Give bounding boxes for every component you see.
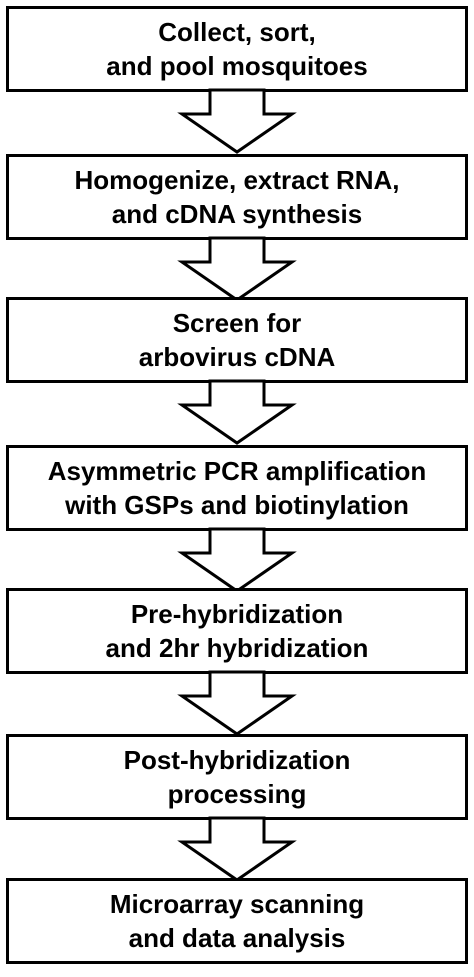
arrow-1-icon (177, 88, 297, 154)
step-1-line-2: and pool mosquitoes (106, 51, 368, 81)
step-5-line-1: Pre-hybridization (130, 599, 344, 629)
step-3-line-2: arbovirus cDNA (138, 342, 336, 372)
step-7-line-1: Microarray scanning (109, 889, 365, 919)
step-6-line-2: processing (167, 779, 307, 809)
step-2-line-2: and cDNA synthesis (111, 199, 363, 229)
step-1-box: Collect, sort, and pool mosquitoes (6, 6, 468, 92)
arrow-6-icon (177, 816, 297, 882)
step-4-box: Asymmetric PCR amplification with GSPs a… (6, 445, 468, 531)
step-4-line-2: with GSPs and biotinylation (65, 490, 409, 520)
arrow-4-icon (177, 527, 297, 593)
step-7-box: Microarray scanning and data analysis (6, 878, 468, 964)
step-5-line-2: and 2hr hybridization (105, 633, 369, 663)
step-3-line-1: Screen for (172, 308, 302, 338)
arrow-2-icon (177, 236, 297, 302)
step-2-box: Homogenize, extract RNA, and cDNA synthe… (6, 154, 468, 240)
step-1-line-1: Collect, sort, (158, 17, 316, 47)
step-2-line-1: Homogenize, extract RNA, (74, 165, 400, 195)
step-4-line-1: Asymmetric PCR amplification (47, 456, 427, 486)
step-5-box: Pre-hybridization and 2hr hybridization (6, 588, 468, 674)
step-6-box: Post-hybridization processing (6, 734, 468, 820)
step-3-box: Screen for arbovirus cDNA (6, 297, 468, 383)
arrow-5-icon (177, 670, 297, 736)
step-6-line-1: Post-hybridization (123, 745, 351, 775)
step-7-line-2: and data analysis (128, 923, 346, 953)
arrow-3-icon (177, 379, 297, 445)
